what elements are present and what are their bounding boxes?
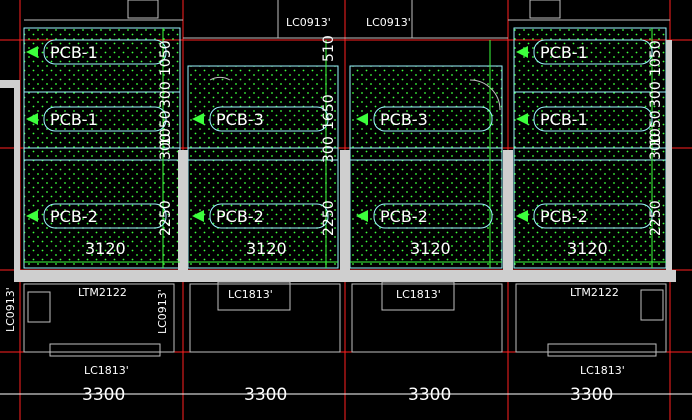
walls	[0, 40, 676, 282]
door-tag: LTM2122	[78, 286, 127, 299]
axis-spacing: 3300	[82, 385, 125, 405]
room-width: 3120	[246, 239, 287, 258]
window-tag: LC0913'	[4, 287, 17, 332]
slab-tag[interactable]: PCB-1	[26, 106, 167, 132]
slab-tag[interactable]: PCB-2	[516, 203, 653, 229]
slab-tag-label: PCB-3	[216, 110, 264, 129]
vertical-dim: 1650	[321, 94, 337, 130]
window-tag: LC0913'	[286, 16, 331, 29]
slab-tag-label: PCB-1	[50, 43, 98, 62]
vertical-dim: 300	[158, 81, 174, 108]
slab-hatch-areas	[24, 28, 666, 268]
slab-tag[interactable]: PCB-2	[356, 203, 493, 229]
window-tag: LC1813'	[580, 364, 625, 377]
slab-tag-label: PCB-1	[540, 110, 588, 129]
drawing-details	[23, 0, 670, 357]
vertical-dimensions: 1050 300 1050 300 2250 510 1650 300 2250…	[158, 35, 664, 236]
vertical-dim: 510	[321, 35, 337, 62]
vertical-dim: 2250	[648, 200, 664, 236]
slab-tag[interactable]: PCB-3	[192, 106, 329, 132]
vertical-dim: 300	[158, 133, 174, 160]
vertical-dim: 2250	[158, 200, 174, 236]
vertical-dim: 1050	[158, 110, 174, 146]
slab-tag[interactable]: PCB-3	[356, 106, 493, 132]
room-width: 3120	[567, 239, 608, 258]
vertical-dim: 300	[648, 133, 664, 160]
axis-spacing-dimensions: 3300 3300 3300 3300	[82, 385, 613, 405]
slab-tag[interactable]: PCB-2	[192, 203, 329, 229]
slab-tag-label: PCB-2	[380, 207, 428, 226]
slab-tag-label: PCB-2	[50, 207, 98, 226]
vertical-dim: 1050	[648, 110, 664, 146]
window-tag: LC1813'	[228, 288, 273, 301]
door-tag: LTM2122	[570, 286, 619, 299]
dimension-lines	[0, 28, 692, 395]
window-tag: LC0913'	[156, 289, 169, 334]
slab-tags: PCB-1 PCB-1 PCB-2 PCB-3 PCB-2 PCB-3	[26, 39, 653, 229]
slab-tag[interactable]: PCB-1	[516, 106, 653, 132]
slab-tag-label: PCB-3	[380, 110, 428, 129]
window-tag: LC1813'	[84, 364, 129, 377]
room-width: 3120	[410, 239, 451, 258]
axis-spacing: 3300	[244, 385, 287, 405]
room-width-dimensions: 3120 3120 3120 3120	[85, 239, 608, 258]
slab-tag-label: PCB-1	[50, 110, 98, 129]
window-tags: LC0913' LC0913' LC1813' LC1813' LC1813' …	[4, 16, 625, 377]
slab-tag-label: PCB-2	[540, 207, 588, 226]
slab-tag-label: PCB-1	[540, 43, 588, 62]
window-tag: LC0913'	[366, 16, 411, 29]
slab-tag[interactable]: PCB-2	[26, 203, 167, 229]
slab-tag[interactable]: PCB-1	[516, 39, 653, 65]
vertical-dim: 1050	[648, 40, 664, 76]
axis-spacing: 3300	[408, 385, 451, 405]
vertical-dim: 300	[648, 81, 664, 108]
window-tag: LC1813'	[396, 288, 441, 301]
vertical-dim: 300	[321, 136, 337, 163]
slab-tag[interactable]: PCB-1	[26, 39, 167, 65]
vertical-dim: 2250	[321, 200, 337, 236]
vertical-dim: 1050	[158, 40, 174, 76]
slab-tag-label: PCB-2	[216, 207, 264, 226]
room-width: 3120	[85, 239, 126, 258]
axis-spacing: 3300	[570, 385, 613, 405]
